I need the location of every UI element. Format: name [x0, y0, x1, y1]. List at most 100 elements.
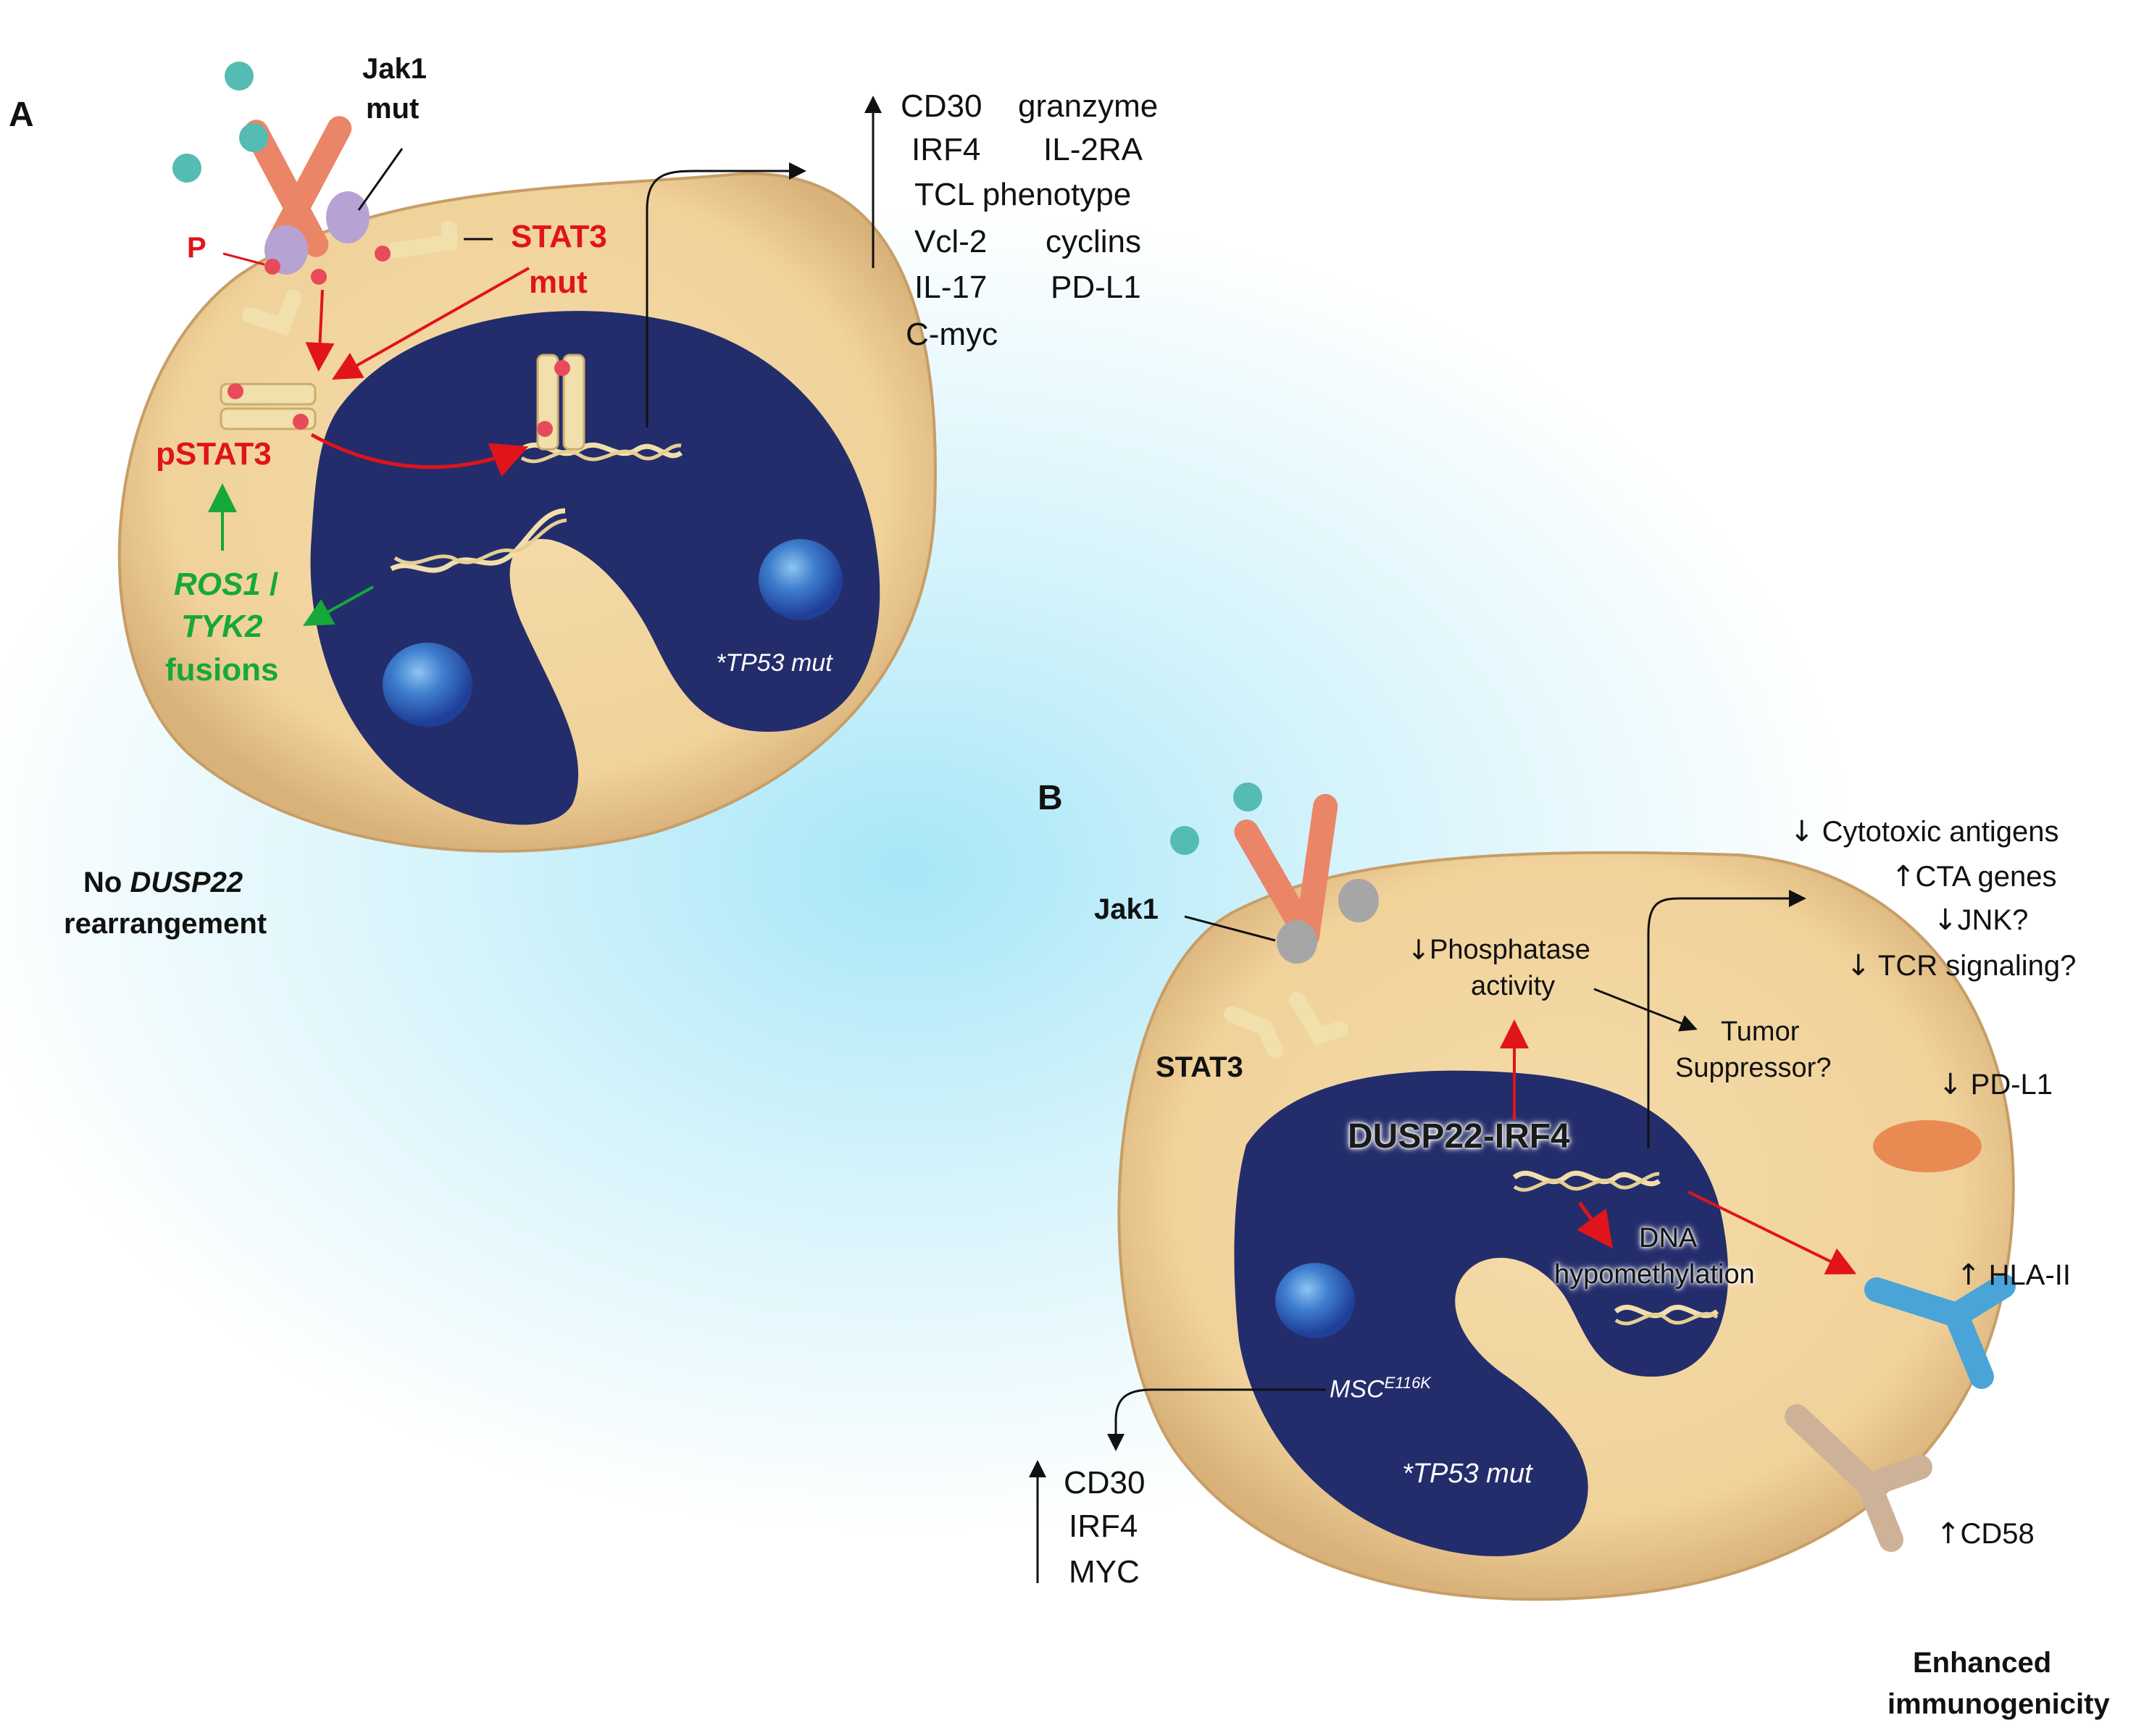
- panel-a-label: A: [9, 96, 34, 134]
- panel-a-connectors: [208, 96, 882, 626]
- transcription-arrow-b: [1647, 890, 1806, 1148]
- stat3-mut-label: STAT3: [511, 219, 607, 254]
- pdl1-label: ↓ PD-L1: [1938, 1068, 2053, 1101]
- tumor-label-2: Suppressor?: [1675, 1053, 1832, 1083]
- hla-label: ↑ HLA-II: [1956, 1259, 2071, 1292]
- cell-a-phospho-dot: [293, 414, 309, 430]
- target-tcl-phenotype: TCL phenotype: [914, 177, 1132, 212]
- jak1-pointer-line: [357, 148, 404, 211]
- stat3-mut-label-2: mut: [529, 264, 588, 300]
- no-dusp22-label: No DUSP22: [83, 868, 243, 897]
- effect-tcr: ↓ TCR signaling?: [1846, 949, 2077, 982]
- cell-a-ligand: [225, 62, 254, 91]
- msc-target-myc: MYC: [1069, 1554, 1140, 1590]
- effect-jnk: ↓JNK?: [1933, 904, 2029, 937]
- arrow-dna-to-fusions: [303, 585, 374, 626]
- no-text: No: [83, 867, 130, 898]
- down-arrow: ↓: [1846, 949, 1871, 982]
- effect-cytotoxic: ↓ Cytotoxic antigens: [1790, 815, 2059, 848]
- jak1-mut-label: Jak1: [362, 54, 427, 83]
- enhanced-label: Enhanced: [1913, 1647, 2052, 1679]
- phosphatase-down-arrow: ↓: [1407, 934, 1430, 966]
- target-il17: IL-17: [914, 270, 988, 305]
- cell-b-nucleolus: [1275, 1263, 1355, 1338]
- panel-b-label: B: [1038, 779, 1063, 817]
- cell-b-ligand: [1170, 826, 1199, 855]
- arrow-phosphatase-to-tumor: [1593, 988, 1698, 1032]
- fusions-label-line1: ROS1 /: [174, 569, 278, 601]
- cd58-receptor: [1785, 1404, 1932, 1552]
- msc-target-irf4: IRF4: [1069, 1508, 1138, 1544]
- cell-a-ligand: [239, 123, 268, 152]
- effect-cta: ↑CTA genes: [1891, 860, 2057, 893]
- hla-receptor: [1864, 1274, 2016, 1389]
- cell-b-receptor: [1295, 793, 1338, 949]
- phosphatase-label-2: activity: [1471, 971, 1556, 1001]
- cell-b-stat3-monomer: [1289, 992, 1348, 1046]
- tyk2-label: TYK2: [181, 609, 263, 644]
- cell-b-ligand: [1233, 783, 1262, 811]
- arrow-stat3mut-to-pstat3: [332, 267, 530, 380]
- cell-b-dna-fusion-2: [1513, 1172, 1660, 1192]
- target-pdl1: PD-L1: [1051, 270, 1141, 305]
- dna-label: DNA: [1639, 1223, 1698, 1253]
- cell-a-phospho-dot: [537, 421, 553, 437]
- cell-a-dna-target-2: [520, 443, 682, 464]
- p-pointer-line: [222, 252, 265, 266]
- target-granzyme: granzyme: [1018, 88, 1159, 124]
- hypomethylation-label: hypomethylation: [1554, 1259, 1755, 1290]
- phosphatase-label: Phosphatase: [1430, 935, 1590, 965]
- target-il2ra: IL-2RA: [1043, 132, 1143, 167]
- jak1-text: Jak1: [362, 53, 427, 85]
- cell-a-stat3-dimer-nucleus-b: [562, 354, 585, 451]
- cell-a-nucleolus-2: [759, 539, 843, 620]
- cell-a-nucleolus-1: [383, 643, 472, 727]
- cell-b-dna-fusion: [1512, 1170, 1661, 1187]
- panel-b-connectors: [1029, 890, 1857, 1583]
- phospho-label: P: [187, 232, 206, 264]
- jak1-pointer-line-b: [1184, 915, 1276, 942]
- arrow-fusion-to-hypomethylation: [1577, 1201, 1613, 1249]
- jak1-label-b: Jak1: [1094, 893, 1159, 925]
- cell-a-stat3-monomer: [242, 289, 301, 336]
- cell-a-receptor: [267, 116, 352, 254]
- cd58-label: ↑CD58: [1936, 1517, 2035, 1551]
- cell-b-dna-lower-2: [1614, 1311, 1719, 1326]
- target-irf4: IRF4: [911, 132, 981, 167]
- stat3-label-b: STAT3: [1156, 1051, 1243, 1083]
- tumor-label: Tumor: [1721, 1017, 1800, 1047]
- fusions-label: fusions: [165, 652, 279, 688]
- cell-b-jak: [1338, 879, 1379, 922]
- msc-sup: E116K: [1384, 1374, 1431, 1392]
- cell-a-phospho-dot: [375, 246, 391, 262]
- arrow-receptor-to-pstat3: [305, 289, 335, 372]
- cell-a-phospho-dot: [228, 383, 243, 399]
- jak1-mut-label-2: mut: [366, 93, 420, 125]
- dusp22-irf4-label: DUSP22-IRF4: [1348, 1117, 1570, 1156]
- up-arrow: ↑: [1936, 1517, 1961, 1551]
- down-arrow: ↓: [1933, 904, 1958, 937]
- cell-a-phospho-dot: [311, 269, 327, 285]
- cell-a-phospho-dot: [554, 360, 570, 376]
- up-arrow: ↑: [1956, 1259, 1981, 1292]
- arrow-fusion-to-hla: [1687, 1190, 1857, 1274]
- msc-arrow: [1107, 1388, 1326, 1451]
- immunogenicity-label: immunogenicity: [1887, 1688, 2110, 1720]
- target-cmyc: C-myc: [906, 317, 998, 352]
- down-arrow: ↓: [1938, 1068, 1963, 1101]
- msc-target-cd30: CD30: [1064, 1465, 1146, 1501]
- cell-a-dna-strand-2: [393, 518, 567, 565]
- tp53-label-b: *TP53 mut: [1402, 1459, 1532, 1489]
- cell-a-pstat3-dimer-b: [220, 407, 317, 430]
- cell-a-jak: [326, 191, 370, 243]
- rearrangement-label: rearrangement: [64, 908, 267, 940]
- cell-a-ligand: [172, 154, 201, 183]
- slash-text: /: [260, 567, 279, 602]
- ros1-text: ROS1: [174, 567, 261, 602]
- cell-b-nucleus: [1234, 1070, 1729, 1556]
- down-arrow: ↓: [1790, 815, 1814, 848]
- cell-b-jak: [1277, 920, 1317, 964]
- arrow-pstat3-to-nucleus: [310, 433, 529, 477]
